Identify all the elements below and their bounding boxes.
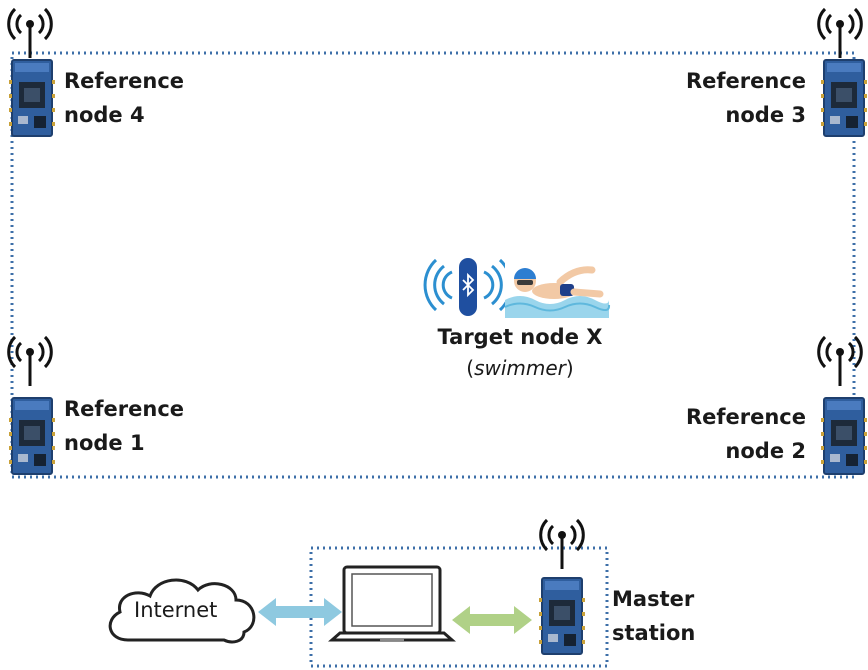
bluetooth-module-icon (820, 397, 868, 475)
antenna-icon (539, 518, 585, 571)
reference-node-1 (7, 335, 56, 475)
antenna-icon (817, 335, 863, 388)
reference-node-4 (7, 7, 56, 137)
reference-node-2 (817, 335, 868, 475)
reference-node-2-label: Reference node 2 (686, 400, 806, 468)
bluetooth-module-icon (8, 59, 56, 137)
antenna-icon (7, 7, 53, 60)
bluetooth-module-icon (8, 397, 56, 475)
reference-node-3-line1: Reference (685, 69, 806, 93)
master-station-node (538, 518, 586, 655)
reference-node-4-label: Reference node 4 (64, 64, 184, 132)
cloud-icon (108, 578, 256, 644)
target-role-paren-open: ( (466, 356, 475, 380)
bluetooth-wristband-icon (423, 258, 513, 316)
swimmer-icon (504, 262, 611, 318)
laptop-icon (328, 565, 456, 642)
target-node-label: Target node X (437, 325, 603, 349)
antenna-icon (817, 7, 863, 60)
antenna-icon (7, 335, 53, 388)
reference-node-1-label: Reference node 1 (64, 392, 184, 460)
field-boundary (10, 51, 856, 479)
reference-node-1-line2: node 1 (64, 431, 145, 455)
reference-node-3-label: Reference node 3 (686, 64, 806, 132)
target-role-paren-close: ) (565, 356, 574, 380)
reference-node-3 (817, 7, 868, 137)
master-station-line1: Master (612, 587, 695, 611)
bluetooth-module-icon (820, 59, 868, 137)
reference-node-1-line1: Reference (64, 397, 185, 421)
target-node-role: (swimmer) (420, 356, 620, 380)
master-station-label: Master station (612, 582, 695, 650)
laptop-master-link-arrow (452, 606, 532, 634)
target-node-x (423, 258, 611, 318)
reference-node-3-line2: node 3 (725, 103, 806, 127)
reference-node-4-line2: node 4 (64, 103, 145, 127)
reference-node-2-line1: Reference (685, 405, 806, 429)
internet-label: Internet (134, 598, 218, 622)
reference-node-2-line2: node 2 (725, 439, 806, 463)
internet-laptop-link-arrow (258, 598, 342, 626)
bluetooth-module-icon (538, 577, 586, 655)
target-role-text: swimmer (474, 356, 566, 380)
reference-node-4-line1: Reference (64, 69, 185, 93)
master-station-line2: station (612, 621, 696, 645)
